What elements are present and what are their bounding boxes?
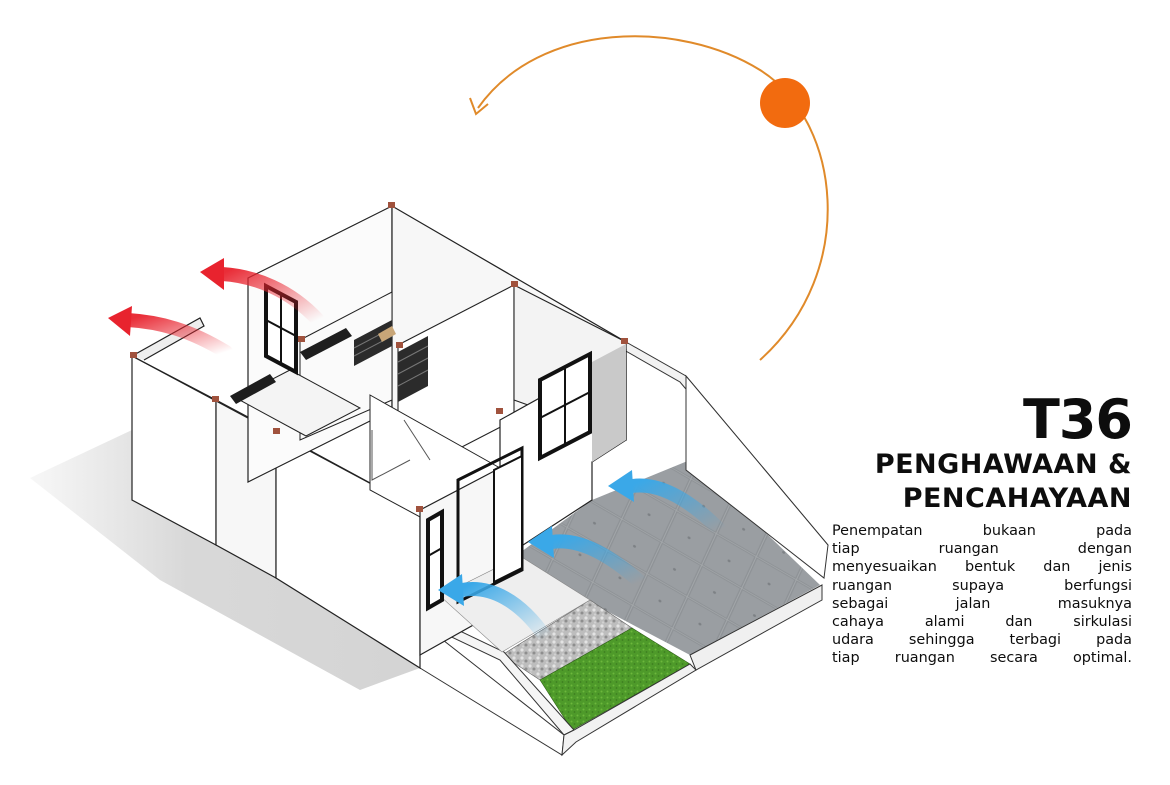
- airflow-in-arrow: [608, 470, 727, 537]
- airflow-in-arrow: [438, 574, 553, 645]
- garden-edge-wall: [561, 663, 697, 757]
- window-bathroom: [230, 328, 352, 404]
- front-fence-wall: [689, 584, 823, 671]
- door-entrance: [456, 445, 524, 605]
- description-line: tiap ruangan dengan: [832, 541, 1132, 558]
- sun-icon: [760, 78, 810, 128]
- description: Penempatan bukaan pada tiap ruangan deng…: [832, 522, 1132, 668]
- sun-path-arc: [477, 35, 829, 361]
- window-bedroom-right: [538, 350, 592, 462]
- interior-door-swing: [371, 430, 411, 481]
- description-line: Penempatan bukaan pada: [832, 523, 1132, 539]
- house-type-code: T36: [1023, 388, 1133, 451]
- stair-detail: [378, 326, 396, 342]
- airflow-out-arrow: [200, 258, 325, 327]
- right-boundary-wall: [685, 374, 829, 579]
- facade-shade: [592, 344, 626, 462]
- column-caps: [130, 202, 628, 512]
- title-line-2: PENCAHAYAAN: [902, 483, 1132, 514]
- description-line: cahaya alami dan sirkulasi: [832, 614, 1132, 631]
- description-line: udara sehingga terbagi pada: [832, 632, 1132, 649]
- window-left-bedroom: [264, 282, 298, 376]
- ground-shadow: [30, 430, 420, 690]
- description-line: menyesuaikan bentuk dan jenis: [832, 559, 1132, 576]
- title-line-1: PENGHAWAAN &: [874, 449, 1132, 480]
- description-line: tiap ruangan secara optimal.: [832, 650, 1132, 667]
- patio-tile-floor: [510, 460, 820, 655]
- sun-path-arrowhead-icon: [469, 97, 489, 116]
- description-line: sebagai jalan masuknya: [832, 595, 1132, 612]
- airflow-out-arrow: [108, 306, 233, 359]
- description-line: ruangan supaya berfungsi: [832, 577, 1132, 594]
- info-text-block: T36 PENGHAWAAN & PENCAHAYAAN Penempatan …: [832, 388, 1133, 668]
- window-front: [426, 508, 444, 612]
- airflow-in-arrow: [528, 526, 647, 589]
- interior-door-swing-2: [403, 419, 431, 461]
